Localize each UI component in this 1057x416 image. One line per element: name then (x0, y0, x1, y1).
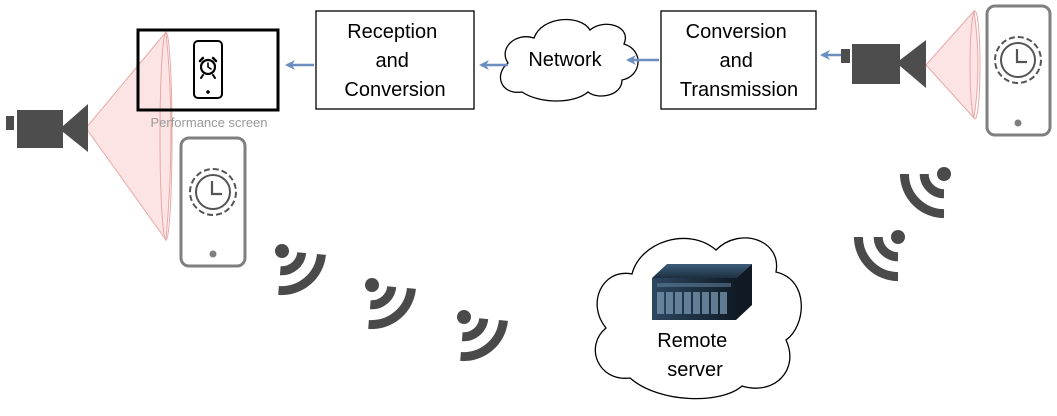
svg-text:Conversion and Tra: Conversion and Transmission (680, 21, 798, 101)
network-cloud: Network (499, 18, 639, 102)
right-phone-icon (985, 4, 1052, 137)
remote-line-2: server (667, 359, 723, 381)
wifi-signal-icon (457, 310, 508, 362)
reception-line-2: and (376, 50, 409, 72)
remote-line-1: Remote (657, 330, 727, 352)
left-clock-icon (189, 168, 237, 216)
conversion-transmission-box: Conversion and Transmission (660, 10, 817, 110)
left-camera-icon (6, 104, 88, 152)
left-phone-icon (179, 136, 247, 268)
right-camera-view-cone (925, 9, 981, 120)
reception-conversion-box: Reception and Conversion (315, 10, 475, 110)
alarm-clock-icon (198, 56, 218, 79)
wifi-signal-icon (853, 230, 905, 282)
cloud-icon (499, 18, 639, 102)
svg-text:Remote server: Remote server (657, 330, 733, 381)
wifi-signal-icon (899, 167, 951, 219)
svg-text:Reception and Conv: Reception and Conversion (344, 21, 445, 101)
wifi-signal-icon (275, 244, 326, 296)
conversion-line-2: and (720, 50, 753, 72)
remote-server-cloud: Remote server (594, 237, 802, 400)
flow-arrows (285, 50, 850, 70)
performance-screen: Performance screen (136, 28, 280, 130)
wifi-signal-icon (365, 278, 416, 330)
conversion-line-3: Transmission (680, 79, 798, 101)
reception-line-1: Reception (347, 21, 437, 43)
screen-phone-icon (193, 40, 223, 99)
screen-caption: Performance screen (150, 115, 267, 130)
right-clock-icon (994, 36, 1042, 84)
network-label: Network (528, 49, 602, 71)
conversion-line-1: Conversion (686, 21, 787, 43)
left-camera-view-cone (85, 30, 173, 242)
right-camera-icon (841, 40, 926, 88)
reception-line-3: Conversion (344, 79, 445, 101)
server-icon (652, 264, 752, 320)
